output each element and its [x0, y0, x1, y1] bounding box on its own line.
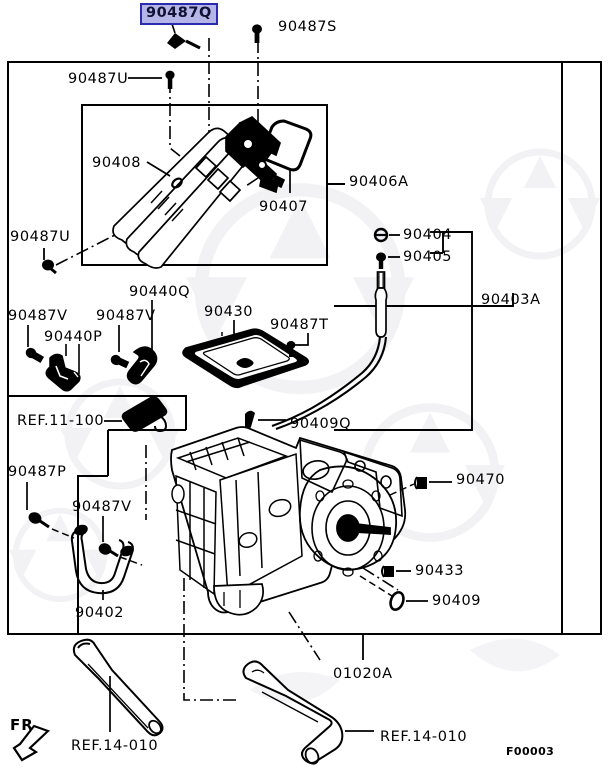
callout-90403a[interactable]: 90403A — [481, 292, 541, 308]
part-ref-14-010-hose-left — [72, 638, 164, 737]
callout-90409[interactable]: 90409 — [432, 593, 482, 609]
part-90430-pan-gasket — [182, 320, 310, 389]
callout-ref-14-010-right[interactable]: REF.14-010 — [380, 729, 468, 745]
part-90487t-bolt — [286, 333, 309, 357]
callout-90409q[interactable]: 90409Q — [290, 416, 352, 432]
callout-90487v-c[interactable]: 90487V — [72, 499, 132, 515]
part-90487v-bolt-a — [25, 325, 45, 363]
part-90470-bushing — [389, 476, 452, 496]
part-90487u-bolt-lower — [42, 248, 57, 275]
callout-90406a[interactable]: 90406A — [349, 174, 409, 190]
callout-ref-14-010-left[interactable]: REF.14-010 — [71, 738, 159, 754]
callout-90487u-upper[interactable]: 90487U — [68, 71, 129, 87]
part-90403a-dipstick — [271, 271, 388, 430]
part-90440q-clip — [126, 300, 158, 385]
callout-90408[interactable]: 90408 — [92, 155, 142, 171]
part-90433-bushing — [381, 565, 411, 578]
ref-panel-step-a — [8, 395, 187, 430]
callout-90487p[interactable]: 90487P — [8, 464, 67, 480]
diagram-frames — [7, 61, 602, 635]
callout-ref-11-100[interactable]: REF.11-100 — [17, 413, 105, 429]
part-ref-14-010-hose-right — [242, 660, 374, 765]
part-ref-11-100-sensor — [104, 396, 168, 433]
part-90405-bolt — [376, 252, 400, 269]
part-90409-oring — [359, 575, 428, 612]
callout-90433[interactable]: 90433 — [415, 563, 465, 579]
callout-90430[interactable]: 90430 — [204, 304, 254, 320]
part-01020a-transmission-case — [170, 426, 407, 616]
part-90487q-bolt — [167, 23, 201, 50]
callout-90440p[interactable]: 90440P — [44, 329, 103, 345]
part-90487v-bolt-c — [98, 516, 143, 566]
callout-01020a[interactable]: 01020A — [333, 666, 393, 682]
part-90402-strap — [70, 524, 134, 600]
callout-90487u-lower[interactable]: 90487U — [10, 229, 71, 245]
part-90409q-grommet — [245, 410, 286, 429]
part-90408-oring — [146, 161, 183, 189]
callout-90470[interactable]: 90470 — [456, 472, 506, 488]
part-90407-gasket — [260, 119, 313, 193]
bracket-90403a — [334, 231, 514, 431]
callout-90407[interactable]: 90407 — [259, 199, 309, 215]
callout-90487q[interactable]: 90487Q — [140, 3, 218, 25]
callout-90487v-b[interactable]: 90487V — [96, 308, 156, 324]
lower-left-panel — [77, 475, 108, 634]
outer-frame — [7, 61, 602, 635]
fr-label: FR — [10, 716, 34, 734]
callout-90487t[interactable]: 90487T — [270, 317, 329, 333]
part-90487u-bolt-upper — [128, 70, 175, 89]
part-90440p-bracket — [45, 344, 81, 392]
callout-90405[interactable]: 90405 — [403, 249, 453, 265]
part-90487v-bolt-b — [110, 325, 130, 369]
callout-90487s[interactable]: 90487S — [278, 19, 337, 35]
callout-90440q[interactable]: 90440Q — [129, 284, 191, 300]
callout-90404[interactable]: 90404 — [403, 227, 453, 243]
fr-direction-arrow — [12, 724, 51, 762]
callout-90487v-a[interactable]: 90487V — [8, 308, 68, 324]
callout-90402[interactable]: 90402 — [75, 605, 125, 621]
part-90487s-bolt — [252, 24, 262, 43]
figure-code: F00003 — [506, 745, 555, 758]
part-90487p-bolt — [26, 482, 75, 539]
part-90404-seal — [373, 227, 400, 243]
hose-assembly-box — [81, 104, 328, 266]
